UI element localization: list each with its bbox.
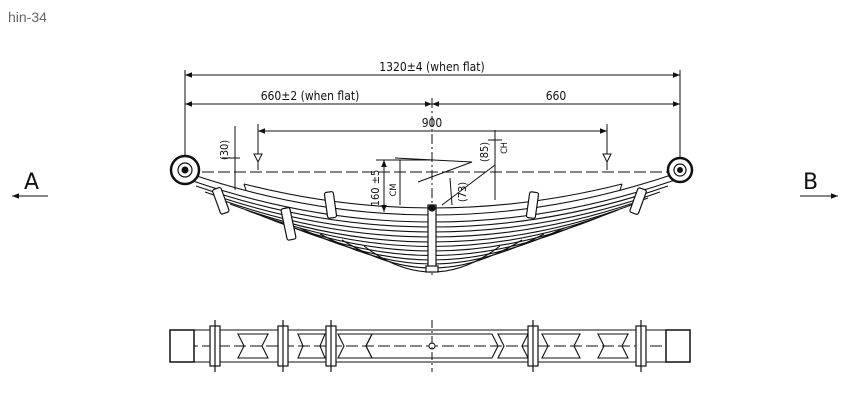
left-eye	[169, 154, 201, 186]
dimension-height	[376, 157, 473, 212]
dimension-overall-text: 1320±4 (when flat)	[379, 60, 484, 74]
dimension-left-offset-text: (30)	[218, 140, 231, 160]
dimension-center-span-text: 900	[422, 116, 443, 130]
clips-plan-view	[209, 320, 647, 372]
dimension-height-text: 160 ±5	[369, 170, 382, 207]
dimension-right-half-text: 660	[546, 89, 567, 103]
dimension-angle-text: (73)	[456, 182, 469, 202]
camber-right-label: CH	[500, 142, 510, 154]
direction-label-a: A	[24, 170, 40, 195]
right-eye	[666, 156, 694, 184]
dimension-left-offset	[222, 126, 240, 190]
dimension-right-offset-text: (85)	[478, 142, 491, 162]
rebound-clips-side-view	[212, 186, 647, 241]
center-bolt-plan-view	[428, 320, 436, 372]
drawing-id-label: hin-34	[8, 9, 47, 25]
dimension-overall	[184, 70, 681, 160]
center-bolt-side-view	[425, 204, 439, 273]
dimension-center-span	[253, 124, 612, 170]
dimension-left-half-text: 660±2 (when flat)	[261, 89, 360, 103]
dimension-angle	[441, 164, 496, 206]
direction-label-b: B	[803, 170, 819, 195]
camber-left-label: CM	[389, 184, 399, 197]
